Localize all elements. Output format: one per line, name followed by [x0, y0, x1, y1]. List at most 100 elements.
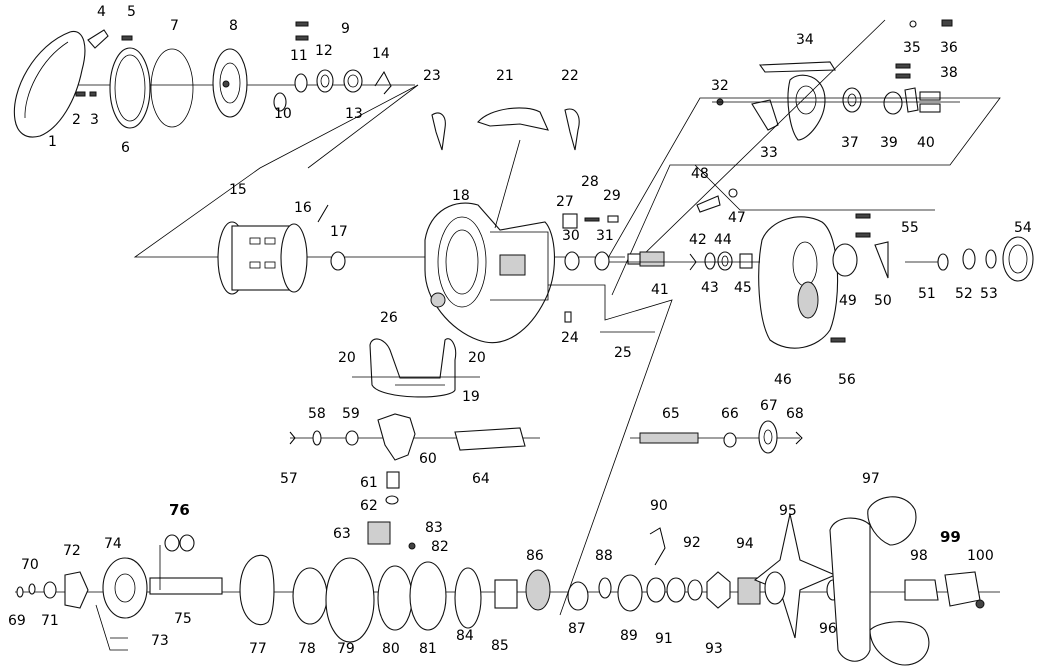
label-75: 75 [174, 611, 192, 627]
label-36: 36 [940, 40, 958, 56]
label-15: 15 [229, 182, 247, 198]
label-63: 63 [333, 526, 351, 542]
label-62: 62 [360, 498, 378, 514]
label-97: 97 [862, 471, 880, 487]
label-17: 17 [330, 224, 348, 240]
label-59: 59 [342, 406, 360, 422]
label-85: 85 [491, 638, 509, 654]
label-70: 70 [21, 557, 39, 573]
label-9: 9 [341, 21, 350, 37]
label-3: 3 [90, 112, 99, 128]
label-48: 48 [691, 166, 709, 182]
label-80: 80 [382, 641, 400, 657]
label-58: 58 [308, 406, 326, 422]
label-21: 21 [496, 68, 514, 84]
label-12: 12 [315, 43, 333, 59]
side-plate-assembly [13, 21, 415, 138]
main-gear-row [15, 513, 1000, 643]
label-38: 38 [940, 65, 958, 81]
label-13: 13 [345, 106, 363, 122]
label-8: 8 [229, 18, 238, 34]
label-96: 96 [819, 621, 837, 637]
label-66: 66 [721, 406, 739, 422]
label-44: 44 [714, 232, 732, 248]
label-11: 11 [290, 48, 308, 64]
label-93: 93 [705, 641, 723, 657]
label-54: 54 [1014, 220, 1032, 236]
label-69: 69 [8, 613, 26, 629]
label-14: 14 [372, 46, 390, 62]
label-4: 4 [97, 4, 106, 20]
label-35: 35 [903, 40, 921, 56]
label-79: 79 [337, 641, 355, 657]
label-42: 42 [689, 232, 707, 248]
label-49: 49 [839, 293, 857, 309]
label-31: 31 [596, 228, 614, 244]
label-87: 87 [568, 621, 586, 637]
label-73: 73 [151, 633, 169, 649]
label-33: 33 [760, 145, 778, 161]
label-53: 53 [980, 286, 998, 302]
label-52: 52 [955, 286, 973, 302]
side-cover-part [13, 31, 86, 138]
thumb-bar-part [477, 107, 549, 131]
label-100: 100 [967, 548, 994, 564]
label-72: 72 [63, 543, 81, 559]
label-90: 90 [650, 498, 668, 514]
label-56: 56 [838, 372, 856, 388]
label-20b: 20 [468, 350, 486, 366]
level-wind-row [289, 413, 803, 550]
label-83: 83 [425, 520, 443, 536]
label-5: 5 [127, 4, 136, 20]
brake-plate-part [212, 48, 248, 118]
label-1: 1 [48, 134, 57, 150]
label-2: 2 [72, 112, 81, 128]
right-side-plate [696, 188, 1034, 349]
label-76: 76 [169, 501, 190, 519]
label-77: 77 [249, 641, 267, 657]
label-18: 18 [452, 188, 470, 204]
label-28: 28 [581, 174, 599, 190]
spool-assembly [217, 204, 346, 295]
label-24: 24 [561, 330, 579, 346]
o-ring-part [150, 48, 194, 128]
label-25: 25 [614, 345, 632, 361]
label-82: 82 [431, 539, 449, 555]
label-99: 99 [940, 528, 961, 546]
label-34: 34 [796, 32, 814, 48]
label-74: 74 [104, 536, 122, 552]
label-7: 7 [170, 18, 179, 34]
label-92: 92 [683, 535, 701, 551]
label-19: 19 [462, 389, 480, 405]
label-10: 10 [274, 106, 292, 122]
label-37: 37 [841, 135, 859, 151]
label-60: 60 [419, 451, 437, 467]
label-50: 50 [874, 293, 892, 309]
label-91: 91 [655, 631, 673, 647]
label-86: 86 [526, 548, 544, 564]
callout-labels: 1 2 3 4 5 6 7 8 9 10 11 12 13 14 15 16 1… [8, 4, 1032, 657]
label-64: 64 [472, 471, 490, 487]
label-6: 6 [121, 140, 130, 156]
label-46: 46 [774, 372, 792, 388]
pinion-row [562, 213, 760, 333]
side-ring-part [109, 47, 151, 129]
label-27: 27 [556, 194, 574, 210]
label-40: 40 [917, 135, 935, 151]
label-78: 78 [298, 641, 316, 657]
label-23: 23 [423, 68, 441, 84]
label-29: 29 [603, 188, 621, 204]
label-30: 30 [562, 228, 580, 244]
handle-assembly [829, 496, 985, 666]
label-32: 32 [711, 78, 729, 94]
label-51: 51 [918, 286, 936, 302]
label-39: 39 [880, 135, 898, 151]
label-45: 45 [734, 280, 752, 296]
label-26: 26 [380, 310, 398, 326]
label-89: 89 [620, 628, 638, 644]
label-88: 88 [595, 548, 613, 564]
label-84: 84 [456, 628, 474, 644]
label-55: 55 [901, 220, 919, 236]
reel-frame [424, 202, 555, 344]
